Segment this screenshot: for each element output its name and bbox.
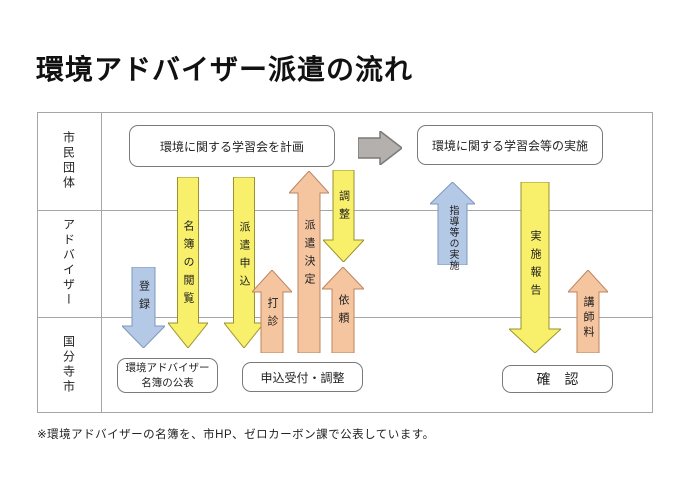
coordination-label: 調整: [337, 190, 350, 226]
dispatch-application-label: 派遣申込: [238, 221, 250, 293]
roster-viewing-arrow: 名簿の閲覧: [168, 177, 208, 348]
flow-right-arrow-icon: [358, 131, 402, 165]
page-title: 環境アドバイザー派遣の流れ: [36, 54, 414, 85]
plan-box: 環境に関する学習会を計画: [129, 125, 335, 167]
implementation-report-arrow: 実施報告: [509, 182, 561, 353]
diagram-frame: [37, 112, 653, 413]
dispatch-application-arrow: 派遣申込: [224, 177, 264, 348]
footnote: ※環境アドバイザーの名簿を、市HP、ゼロカーボン課で公表しています。: [37, 429, 435, 441]
dispatch-decision-label: 派遣決定: [303, 219, 315, 291]
lecturer-fee-arrow: 講師料: [568, 270, 608, 353]
request-label: 依頼: [337, 294, 349, 330]
lane-city-label: 国分寺市: [61, 335, 76, 395]
implementation-report-label: 実施報告: [529, 230, 541, 302]
lane-citizens-label: 市民団体: [61, 131, 76, 191]
sounding-arrow: 打診: [252, 270, 292, 353]
guidance-implementation-arrow: 指導等の実施: [430, 182, 475, 271]
application-reception-box: 申込受付・調整: [242, 362, 363, 392]
roster-viewing-label: 名簿の閲覧: [182, 220, 194, 310]
sounding-label: 打診: [266, 297, 278, 333]
roster-publication-box: 環境アドバイザー 名簿の公表: [117, 358, 218, 393]
lecturer-fee-label: 講師料: [582, 296, 594, 341]
confirmation-box: 確 認: [502, 365, 613, 393]
request-arrow: 依頼: [322, 267, 364, 353]
coordination-arrow: 調整: [323, 170, 364, 262]
guidance-implementation-label: 指導等の実施: [447, 205, 458, 271]
lane-label-divider: [101, 112, 102, 413]
registration-label: 登録: [137, 280, 150, 316]
registration-arrow: 登録: [122, 267, 165, 348]
lane-advisor-label: アドバイザー: [61, 218, 76, 308]
implementation-box: 環境に関する学習会等の実施: [417, 125, 603, 165]
dispatch-decision-arrow: 派遣決定: [289, 171, 329, 353]
